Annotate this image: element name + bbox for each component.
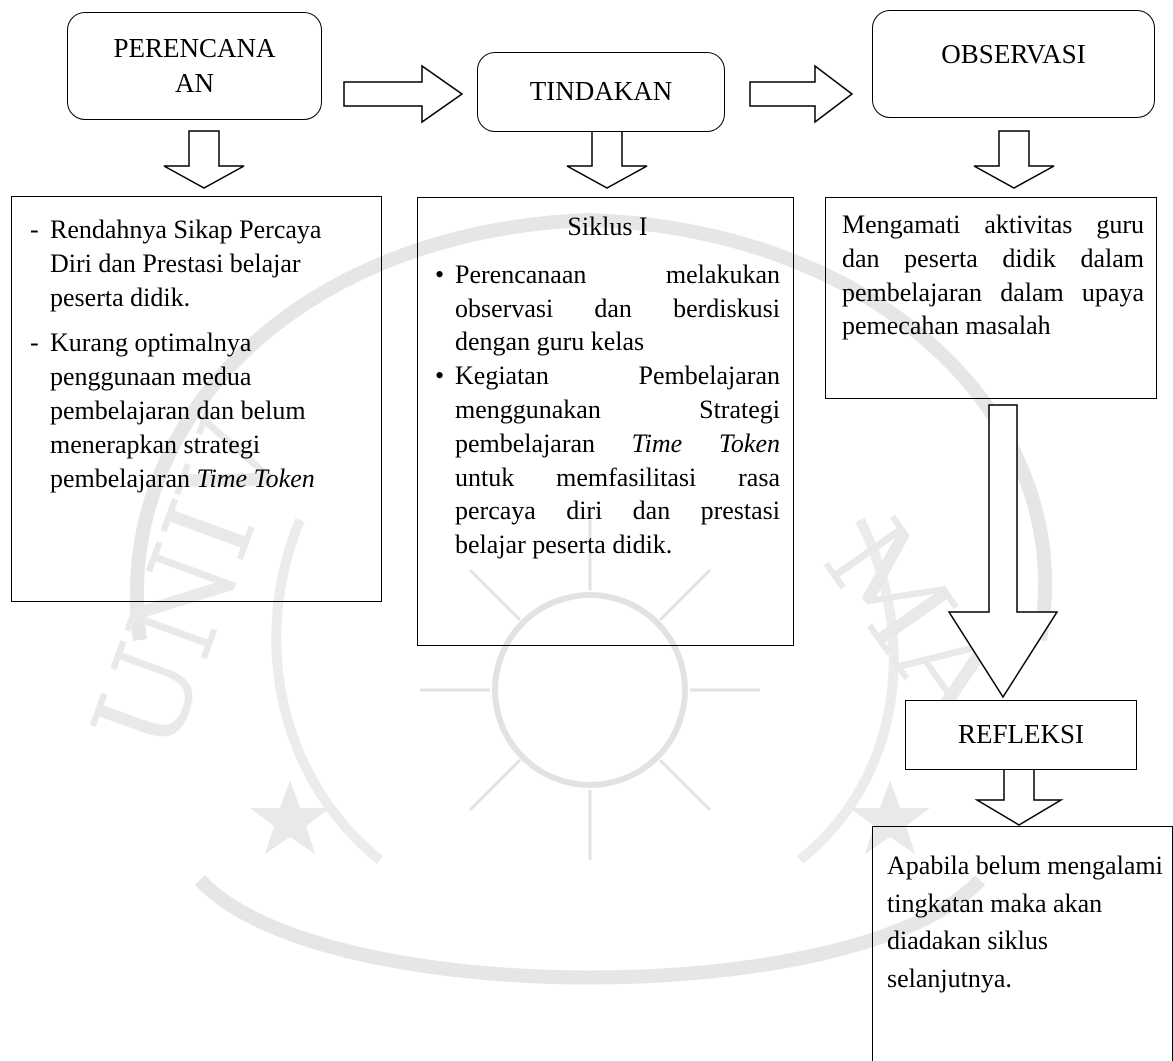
perencanaan-item-2-text: Kurang optimalnya penggunaan medua pembe… [50,328,306,493]
arrow-down-tindakan [566,130,648,189]
tindakan-detail-box: Siklus I Perencanaan melakukan observasi… [417,197,794,646]
tindakan-bullet-2-text-pre: Kegiatan Pembelajaran menggunakan Strate… [455,361,780,458]
stage-tindakan: TINDAKAN [477,52,725,132]
arrow-right-tindakan-to-observasi [749,64,854,124]
tindakan-bullet-2-text-post: untuk memfasilitasi rasa percaya diri da… [455,462,780,560]
stage-perencanaan: PERENCANA AN [67,12,322,120]
stage-observasi-label: OBSERVASI [941,39,1086,69]
arrow-down-observasi-to-refleksi [947,404,1059,699]
perencanaan-item-1: Rendahnya Sikap Percaya Diri dan Prestas… [26,213,365,314]
observasi-box-text: Mengamati aktivitas guru dan peserta did… [842,210,1144,341]
perencanaan-detail-box: Rendahnya Sikap Percaya Diri dan Prestas… [11,196,382,602]
tindakan-list: Perencanaan melakukan observasi dan berd… [435,258,780,562]
tindakan-box-title: Siklus I [567,212,648,241]
perencanaan-item-2: Kurang optimalnya penggunaan medua pembe… [26,326,365,495]
refleksi-detail-box: Apabila belum mengalami tingkatan maka a… [872,826,1173,1061]
tindakan-bullet-2-italic: Time Token [631,428,780,458]
perencanaan-list: Rendahnya Sikap Percaya Diri dan Prestas… [26,213,365,495]
arrow-down-observasi [973,130,1055,189]
stage-refleksi: REFLEKSI [905,700,1137,770]
perencanaan-item-1-text: Rendahnya Sikap Percaya Diri dan Prestas… [50,215,322,312]
arrow-right-perencanaan-to-tindakan [343,64,464,124]
arrow-down-refleksi [974,767,1064,826]
stage-tindakan-label: TINDAKAN [529,76,673,107]
refleksi-box-text: Apabila belum mengalami tingkatan maka a… [887,851,1163,994]
stage-refleksi-label: REFLEKSI [957,719,1084,750]
perencanaan-item-2-italic: Time Token [196,463,315,493]
arrow-down-perencanaan [163,130,245,189]
tindakan-bullet-2: Kegiatan Pembelajaran menggunakan Strate… [435,359,780,562]
stage-observasi: OBSERVASI [872,10,1155,118]
tindakan-bullet-1: Perencanaan melakukan observasi dan berd… [435,258,780,359]
stage-perencanaan-label: PERENCANA AN [113,32,276,98]
tindakan-bullet-1-text: Perencanaan melakukan observasi dan berd… [455,259,780,357]
observasi-detail-box: Mengamati aktivitas guru dan peserta did… [825,197,1157,399]
